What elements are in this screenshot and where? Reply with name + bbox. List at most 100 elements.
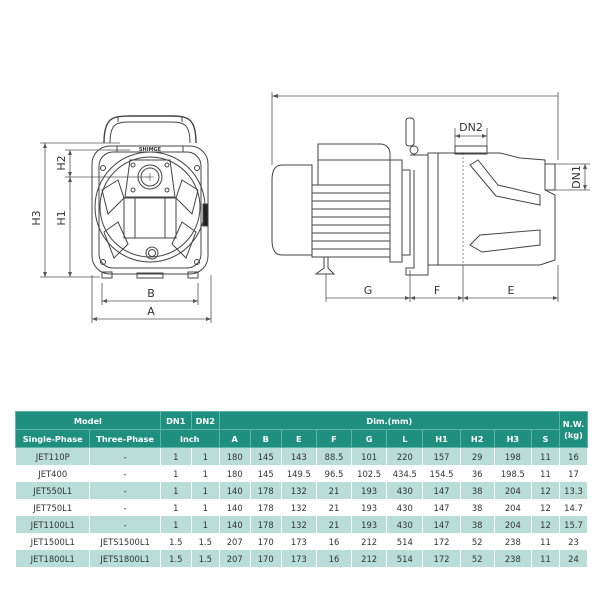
cell-s: 11 bbox=[530, 550, 560, 567]
cell-g: 193 bbox=[351, 499, 388, 516]
header-col-s: S bbox=[530, 429, 560, 448]
cell-s: 12 bbox=[530, 482, 560, 499]
cell-l: 220 bbox=[386, 447, 424, 465]
cell-b: 145 bbox=[249, 465, 282, 482]
cell-l: 430 bbox=[386, 516, 424, 533]
dim-label-h1: H1 bbox=[55, 210, 68, 225]
cell-h3: 238 bbox=[493, 550, 532, 567]
cell-nw: 23 bbox=[558, 533, 589, 550]
cell-l: 514 bbox=[386, 533, 424, 550]
dim-label-dn1: DN1 bbox=[570, 165, 583, 189]
header-row-1: Model DN1 DN2 Dim.(mm) N.W. (kg) bbox=[15, 411, 589, 448]
dim-label-h2: H2 bbox=[55, 155, 68, 170]
dim-label-h3: H3 bbox=[30, 210, 43, 225]
side-view bbox=[271, 117, 556, 276]
front-view: SHIMGE bbox=[91, 115, 209, 279]
cell-b: 170 bbox=[249, 550, 282, 567]
header-col-h3: H3 bbox=[493, 429, 532, 448]
cell-g: 102.5 bbox=[351, 465, 388, 482]
header-col-e: E bbox=[280, 429, 317, 448]
header-single-phase: Single-Phase bbox=[14, 429, 91, 448]
header-model: Model bbox=[15, 411, 161, 430]
cell-single-phase: JET1800L1 bbox=[14, 550, 91, 567]
dim-label-e: E bbox=[508, 284, 515, 297]
cell-s: 11 bbox=[530, 447, 560, 465]
cell-dn2: 1.5 bbox=[190, 550, 220, 567]
cell-g: 212 bbox=[351, 550, 388, 567]
cell-nw: 16 bbox=[558, 447, 589, 465]
header-dim: Dim.(mm) bbox=[218, 411, 560, 430]
cell-h3: 198.5 bbox=[493, 465, 532, 482]
cell-dn1: 1 bbox=[159, 482, 192, 499]
cell-g: 193 bbox=[351, 516, 388, 533]
cell-three-phase: JETS1500L1 bbox=[89, 533, 161, 550]
cell-e: 132 bbox=[280, 516, 317, 533]
cell-single-phase: JET750L1 bbox=[14, 499, 91, 516]
cell-s: 11 bbox=[530, 533, 560, 550]
cell-h2: 38 bbox=[459, 482, 495, 499]
cell-dn2: 1 bbox=[190, 499, 220, 516]
cell-g: 101 bbox=[351, 447, 388, 465]
cell-nw: 13.3 bbox=[558, 482, 589, 499]
cell-h1: 154.5 bbox=[422, 465, 461, 482]
header-nw: N.W. (kg) bbox=[558, 411, 589, 448]
cell-nw: 17 bbox=[558, 465, 589, 482]
cell-single-phase: JET550L1 bbox=[14, 482, 91, 499]
cell-three-phase: JETS1800L1 bbox=[89, 550, 161, 567]
spec-table: Model DN1 DN2 Dim.(mm) N.W. (kg) Single-… bbox=[14, 411, 589, 567]
cell-single-phase: JET1500L1 bbox=[14, 533, 91, 550]
cell-f: 21 bbox=[315, 482, 353, 499]
cell-b: 178 bbox=[249, 499, 282, 516]
cell-h1: 147 bbox=[422, 482, 461, 499]
cell-dn2: 1 bbox=[190, 465, 220, 482]
brand-label: SHIMGE bbox=[139, 147, 162, 153]
cell-a: 207 bbox=[218, 533, 251, 550]
header-col-g: G bbox=[351, 429, 388, 448]
cell-h1: 147 bbox=[422, 499, 461, 516]
cell-s: 12 bbox=[530, 516, 560, 533]
cell-three-phase: - bbox=[89, 499, 161, 516]
cell-s: 11 bbox=[530, 465, 560, 482]
cell-b: 178 bbox=[249, 516, 282, 533]
header-three-phase: Three-Phase bbox=[89, 429, 161, 448]
cell-l: 434.5 bbox=[386, 465, 424, 482]
cell-h2: 29 bbox=[459, 447, 495, 465]
cell-nw: 24 bbox=[558, 550, 589, 567]
cell-dn1: 1 bbox=[159, 447, 192, 465]
cell-a: 207 bbox=[218, 550, 251, 567]
cell-a: 140 bbox=[218, 499, 251, 516]
header-dn2: DN2 bbox=[190, 411, 220, 430]
technical-drawing: SHIMGE bbox=[30, 92, 590, 323]
header-dn1: DN1 bbox=[159, 411, 192, 430]
dim-label-g: G bbox=[364, 284, 373, 297]
cell-h3: 204 bbox=[493, 499, 532, 516]
cell-dn1: 1 bbox=[159, 499, 192, 516]
cell-l: 430 bbox=[386, 499, 424, 516]
cell-three-phase: - bbox=[89, 447, 161, 465]
cell-h3: 204 bbox=[493, 482, 532, 499]
cell-dn2: 1 bbox=[190, 516, 220, 533]
cell-h2: 52 bbox=[459, 550, 495, 567]
cell-f: 21 bbox=[315, 499, 353, 516]
cell-h1: 172 bbox=[422, 550, 461, 567]
cell-e: 173 bbox=[280, 550, 317, 567]
header-row-2: Single-Phase Three-Phase Inch A B E F G … bbox=[14, 429, 588, 448]
dim-label-b: B bbox=[147, 287, 155, 300]
cell-f: 88.5 bbox=[315, 447, 353, 465]
cell-e: 149.5 bbox=[280, 465, 317, 482]
header-col-h1: H1 bbox=[422, 429, 461, 448]
cell-h3: 238 bbox=[493, 533, 532, 550]
cell-a: 140 bbox=[218, 482, 251, 499]
header-col-a: A bbox=[218, 429, 251, 448]
cell-dn1: 1 bbox=[159, 465, 192, 482]
cell-b: 145 bbox=[249, 447, 282, 465]
cell-three-phase: - bbox=[89, 516, 161, 533]
dim-label-f: F bbox=[434, 284, 440, 297]
